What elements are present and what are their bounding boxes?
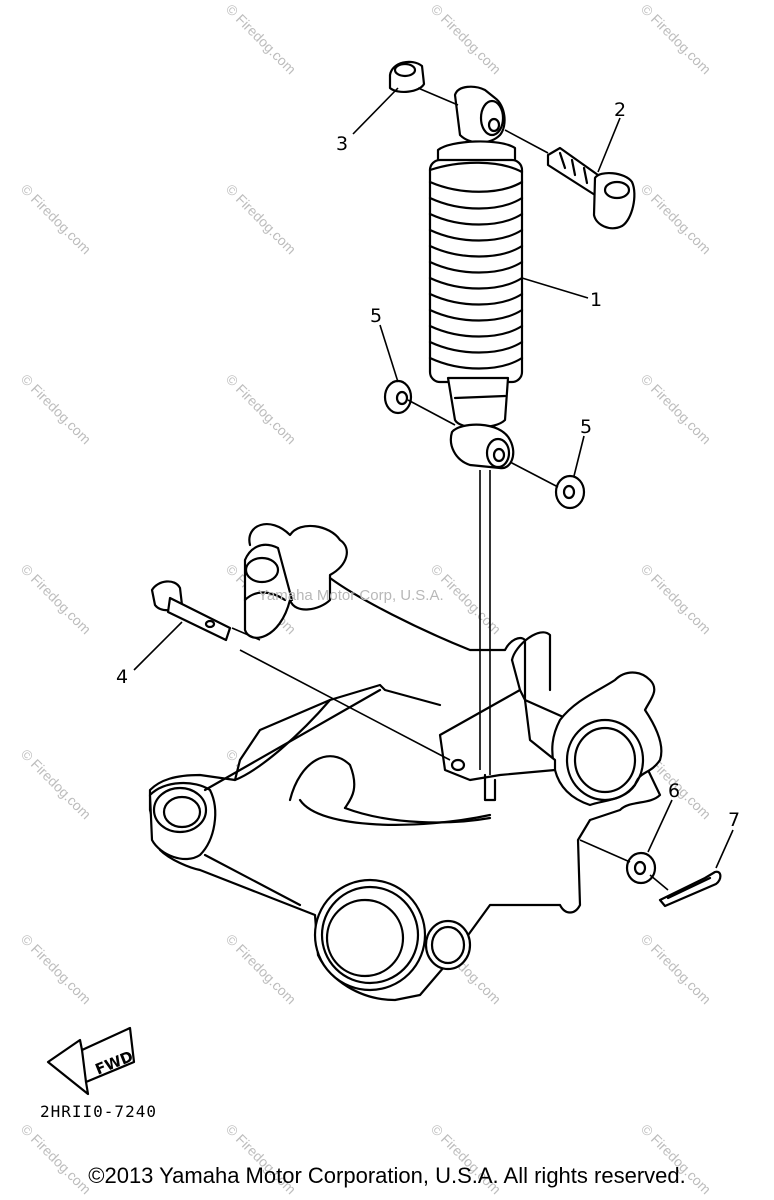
washer-part-5-upper	[383, 379, 413, 415]
fwd-arrow: FWD	[46, 1026, 136, 1096]
watermark: © Firedog.com	[638, 181, 714, 257]
bolt-part-4	[150, 580, 232, 642]
watermark: © Firedog.com	[638, 1, 714, 77]
watermark: © Firedog.com	[18, 181, 94, 257]
watermark: © Firedog.com	[428, 1, 504, 77]
callout-number: 5	[580, 416, 592, 438]
nut-part-3	[388, 60, 426, 94]
washer-part-5-lower	[554, 474, 586, 510]
watermark: © Firedog.com	[223, 181, 299, 257]
shock-absorber	[428, 85, 524, 470]
callout-number: 5	[370, 305, 382, 327]
watermark: © Firedog.com	[223, 931, 299, 1007]
callout-number: 2	[614, 99, 626, 121]
watermark: © Firedog.com	[18, 746, 94, 822]
assembly-lines	[231, 87, 669, 891]
watermark: © Firedog.com	[18, 371, 94, 447]
coil-spring	[428, 158, 524, 384]
watermark: © Firedog.com	[638, 371, 714, 447]
callout-number: 7	[728, 809, 740, 831]
watermark: © Firedog.com	[638, 561, 714, 637]
callout-number: 3	[336, 133, 348, 155]
inline-watermark: Yamaha Motor Corp, U.S.A.	[258, 587, 444, 604]
watermark: © Firedog.com	[223, 1, 299, 77]
cotter-pin-part-7	[658, 870, 722, 908]
watermark: © Firedog.com	[223, 371, 299, 447]
bolt-part-2	[546, 146, 636, 230]
washer-part-6	[625, 851, 657, 885]
callout-number: 6	[668, 780, 680, 802]
callout-numbers: 1 2 3 4 5 5 6 7	[116, 99, 740, 831]
swingarm	[148, 523, 663, 1002]
callout-leaders	[133, 87, 734, 869]
callout-number: 1	[590, 289, 602, 311]
watermark: © Firedog.com	[18, 931, 94, 1007]
diagram-code: 2HRII0-7240	[40, 1102, 157, 1121]
watermark: © Firedog.com	[638, 931, 714, 1007]
watermark: © Firedog.com	[18, 561, 94, 637]
callout-number: 4	[116, 666, 128, 688]
copyright-notice: ©2013 Yamaha Motor Corporation, U.S.A. A…	[88, 1163, 686, 1188]
